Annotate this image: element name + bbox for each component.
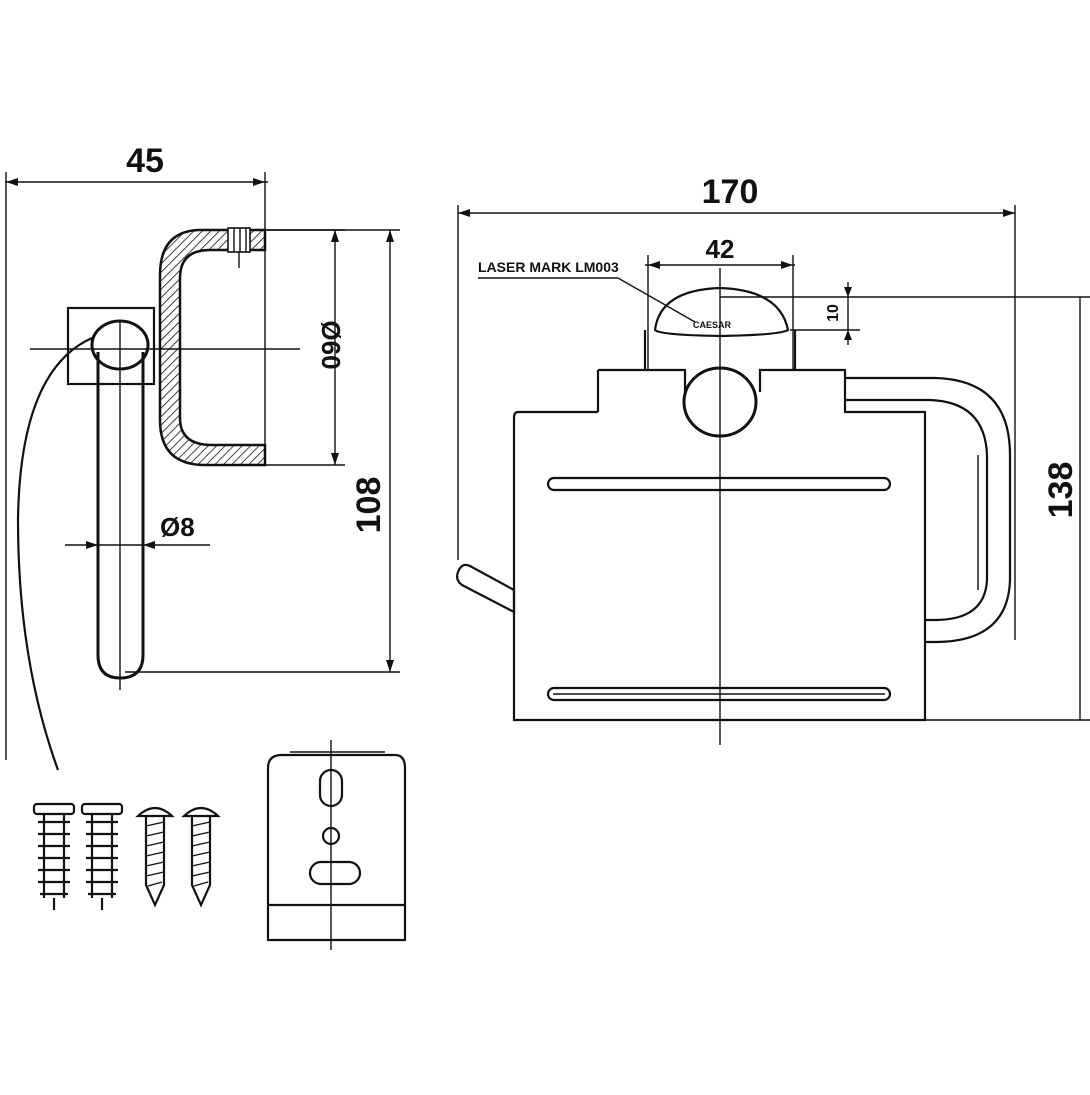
- side-view: 45 Ø60: [5, 142, 400, 771]
- height-label: 108: [350, 477, 388, 534]
- laser-mark-note: LASER MARK LM003: [478, 259, 619, 275]
- back-plate-view: [266, 740, 407, 950]
- wall-plate: [66, 306, 156, 386]
- plate-width-dimension: 42: [645, 234, 795, 370]
- logo-text: CAESAR: [693, 320, 732, 330]
- diameter-dimension: Ø60: [265, 229, 346, 466]
- cover-body: [512, 392, 927, 722]
- rod-label: Ø8: [160, 512, 195, 542]
- screw-2: [181, 806, 221, 908]
- screw-1: [135, 806, 175, 908]
- offset-label: 10: [825, 304, 842, 322]
- roll-rod: [90, 319, 150, 690]
- flap-edge: [456, 563, 516, 614]
- logo-plate: CAESAR: [643, 286, 797, 370]
- rod-dimension: Ø8: [65, 512, 210, 549]
- roll-arm: [845, 376, 1012, 644]
- width-dimension: 170: [457, 173, 1016, 640]
- plate-width-label: 42: [706, 234, 735, 264]
- cover-cap: [596, 366, 847, 438]
- wall-plug-2: [80, 802, 124, 910]
- cover-grooves: [546, 476, 892, 702]
- height-dimension: 108: [125, 229, 400, 673]
- depth-label: 45: [126, 142, 164, 180]
- front-height-dimension: 138: [925, 297, 1090, 721]
- front-view: 170 42 LASER MARK LM003 10: [456, 173, 1090, 745]
- bracket-section: [158, 227, 267, 467]
- laser-mark-callout: LASER MARK LM003: [478, 259, 696, 323]
- width-label: 170: [702, 173, 759, 211]
- fasteners: [32, 802, 221, 910]
- depth-dimension: 45: [5, 142, 268, 760]
- diameter-label: Ø60: [316, 320, 346, 369]
- front-height-label: 138: [1042, 462, 1080, 519]
- cover-swing-arc: [16, 336, 93, 771]
- offset-dimension: 10: [720, 282, 1090, 345]
- wall-plug-1: [32, 802, 76, 910]
